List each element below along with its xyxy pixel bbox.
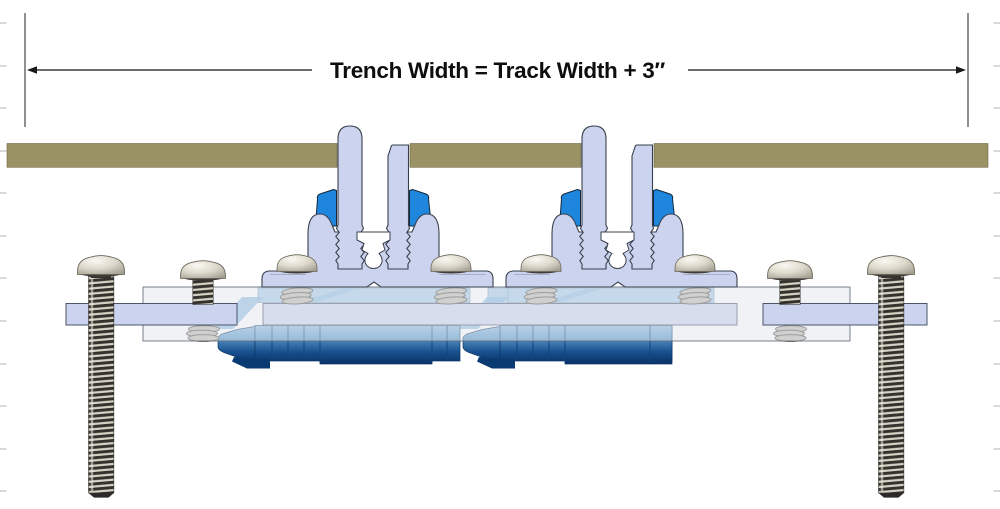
deck-board-left [6,143,338,168]
dimension-label: Trench Width = Track Width + 3″ [330,58,665,83]
deck-board-middle [409,143,582,168]
arrowhead-right [956,66,966,74]
anchor-bolt-left [76,254,126,499]
arrowhead-left [27,66,37,74]
ruler-ticks-right [993,22,1000,492]
anchor-bolt-right [866,254,916,499]
mounting-plate [142,286,851,342]
deck-boards [6,143,989,168]
deck-board-right [653,143,989,168]
dimension-annotation: Trench Width = Track Width + 3″ [24,13,969,127]
ruler-ticks-left [0,22,7,492]
ruler-ticks [0,22,1000,492]
